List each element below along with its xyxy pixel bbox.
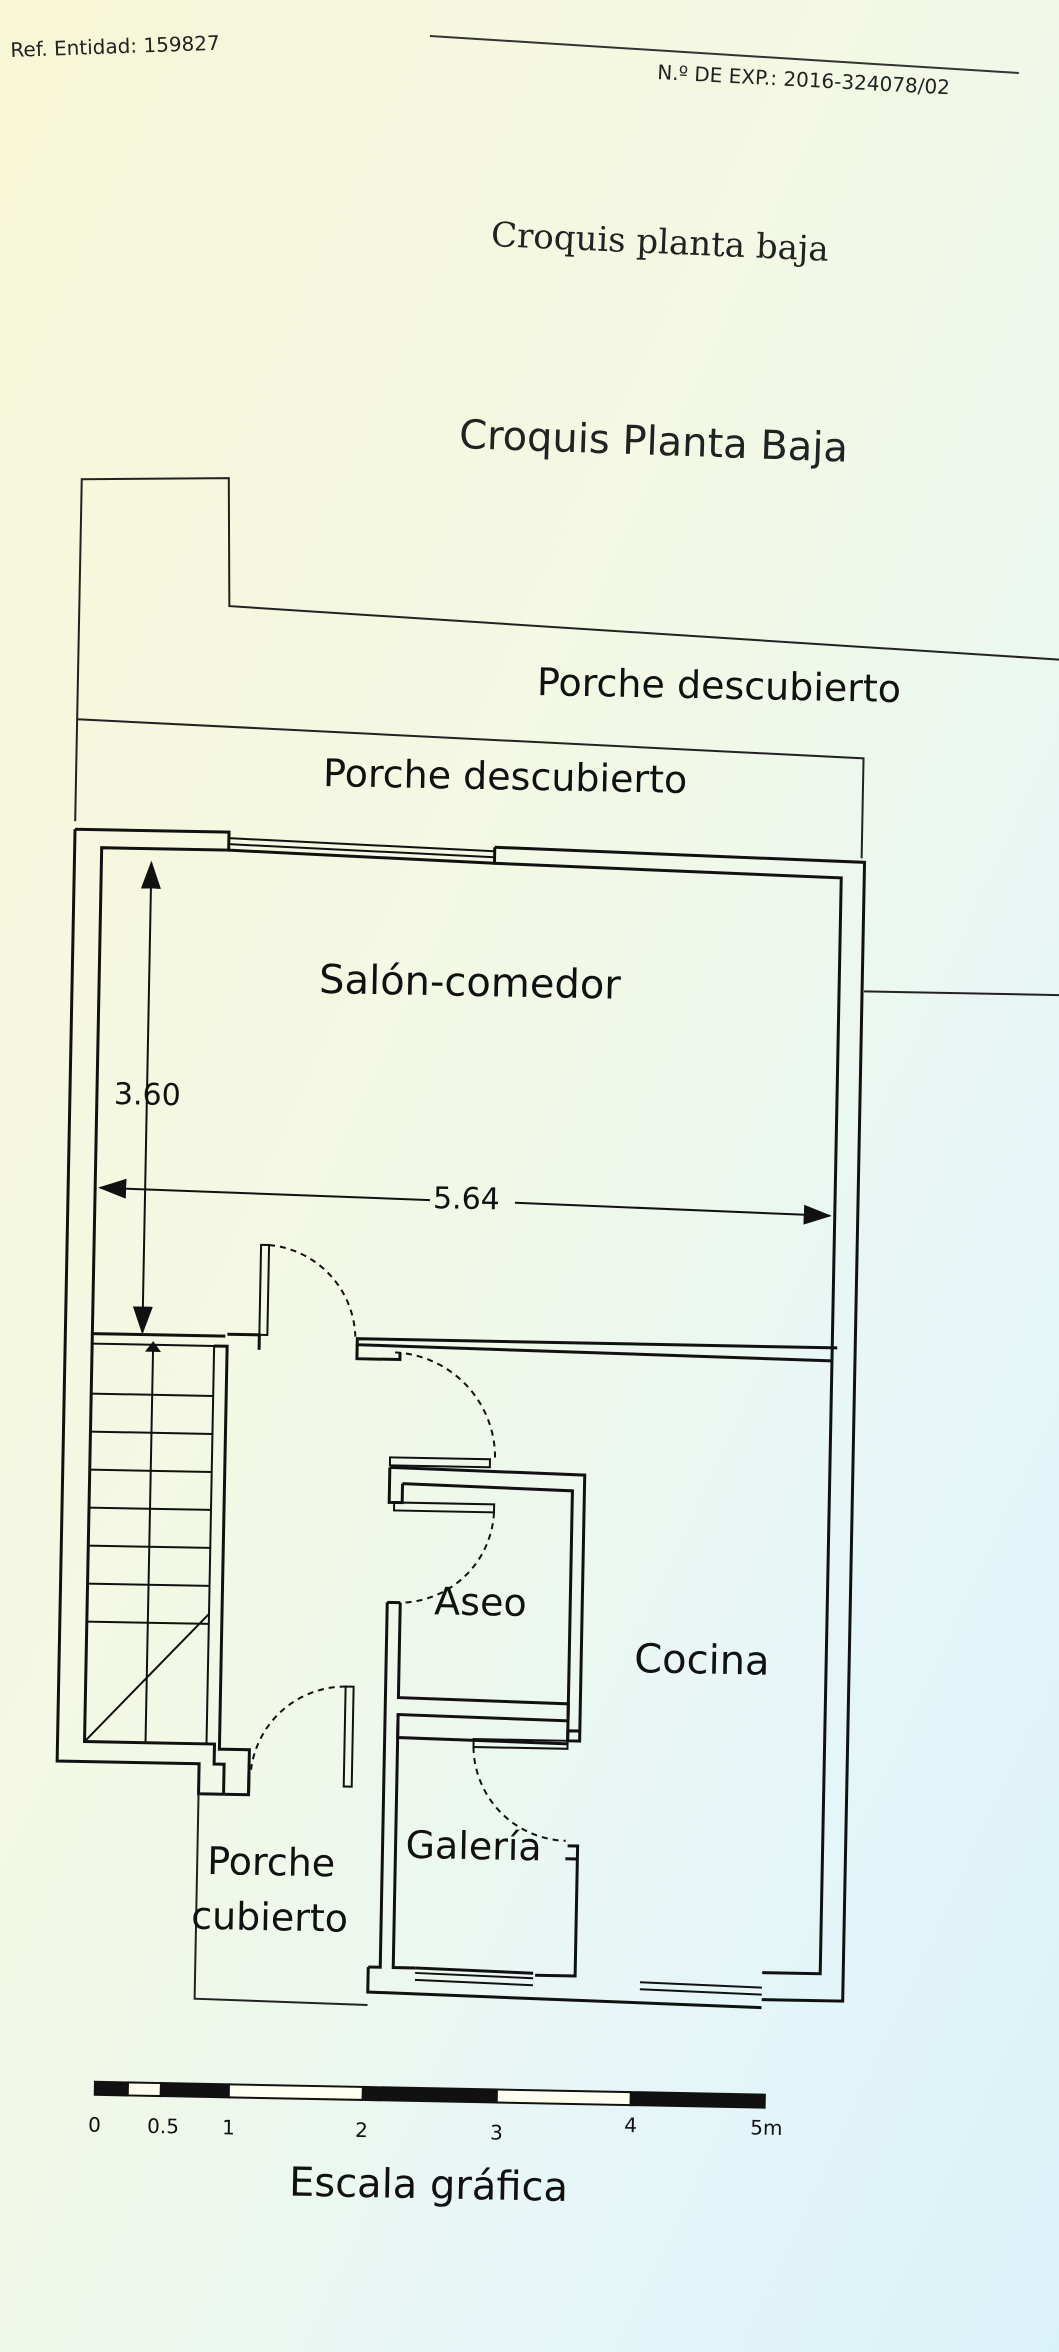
scale-label-1: 1	[222, 2115, 235, 2139]
scale-label-3: 3	[490, 2120, 503, 2144]
scale-caption: Escala gráfica	[289, 2160, 569, 2211]
porch-outline-upper	[74, 477, 1059, 997]
height-label: 3.60	[114, 1077, 181, 1113]
graphic-scale	[93, 2080, 766, 2109]
covered-porch-outline	[193, 1793, 368, 2007]
porche-cubierto-label-1: Porche	[207, 1839, 336, 1885]
scale-tick-labels: 0 0.5 1 2 3 4 5m	[88, 2113, 783, 2145]
width-label: 5.64	[433, 1181, 500, 1217]
doors	[250, 1243, 569, 1842]
galeria-label: Galería	[405, 1823, 542, 1870]
scale-label-4: 4	[624, 2113, 637, 2137]
salon-comedor-label: Salón-comedor	[319, 957, 622, 1009]
scale-label-2: 2	[355, 2118, 368, 2142]
salon-window	[228, 837, 495, 859]
interior-walls	[214, 1332, 762, 2010]
bottom-windows	[414, 1971, 762, 1996]
scale-label-0: 0	[88, 2113, 101, 2137]
porche-descubierto-lower-label: Porche descubierto	[323, 751, 688, 802]
aseo-label: Aseo	[434, 1579, 527, 1625]
scale-label-0-5: 0.5	[147, 2114, 179, 2139]
porche-descubierto-upper-label: Porche descubierto	[537, 660, 902, 711]
scale-label-5m: 5m	[750, 2115, 783, 2140]
cocina-label: Cocina	[634, 1636, 770, 1685]
dimension-width	[98, 1178, 832, 1225]
staircase	[83, 1341, 216, 1745]
porche-cubierto-label-2: cubierto	[191, 1894, 349, 1941]
dimension-height	[132, 860, 161, 1335]
